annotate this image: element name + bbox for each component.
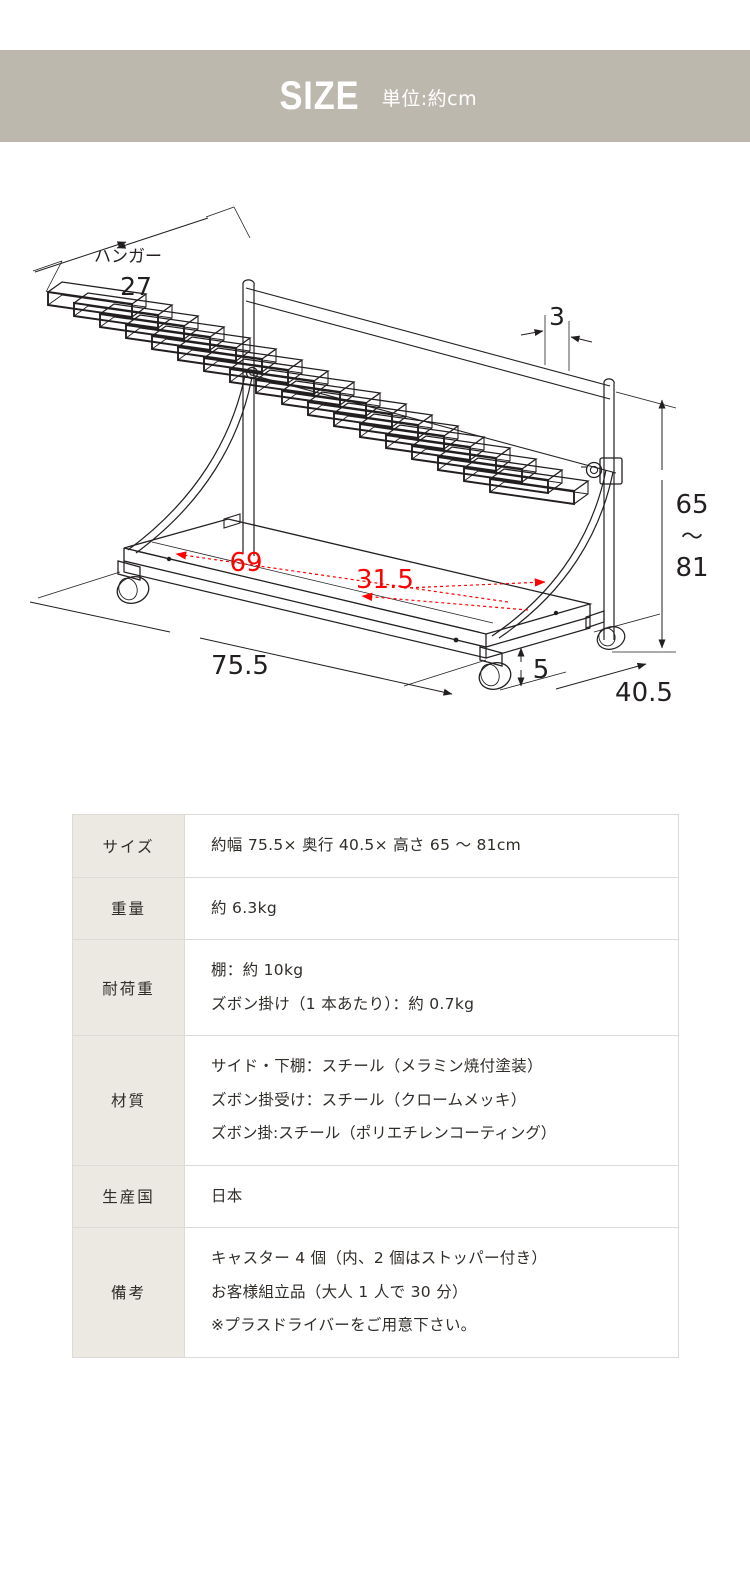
caster-front-left — [116, 560, 150, 604]
lower-shelf — [123, 518, 593, 648]
dimension-shelf-inner-depth — [361, 578, 546, 611]
spec-value-line: ※プラスドライバーをご用意下さい。 — [211, 1316, 477, 1334]
spec-value-line: キャスター 4 個（内、2 個はストッパー付き） — [211, 1249, 548, 1267]
dimension-label-height-range-mark: 〜 — [681, 525, 703, 550]
size-header-band: SIZE 単位:約cm — [0, 50, 750, 142]
spec-value-line: ズボン掛け（1 本あたり）：約 0.7kg — [211, 994, 475, 1013]
spec-value: キャスター 4 個（内、2 個はストッパー付き） お客様組立品（大人 1 人で … — [184, 1227, 679, 1358]
dimension-label-height-max: 81 — [675, 553, 708, 583]
dimension-shelf-inner-width — [175, 551, 509, 603]
hanger-rails — [245, 287, 617, 474]
spec-value-line: 約 6.3kg — [211, 898, 277, 917]
dimension-total-depth — [499, 613, 661, 691]
spec-value: 棚：約 10kg ズボン掛け（1 本あたり）：約 0.7kg — [184, 939, 679, 1036]
dimension-drawing: ハンガー 27 3 65 〜 81 69 31.5 75.5 5 — [0, 170, 750, 770]
dimension-label-shelf-inner-width: 69 — [229, 548, 262, 578]
spec-value: サイド・下棚：スチール（メラミン焼付塗装） ズボン掛受け：スチール（クロームメッ… — [184, 1035, 679, 1166]
table-row: サイズ 約幅 75.5× 奥行 40.5× 高さ 65 〜 81cm — [72, 814, 679, 878]
caster-back-left — [223, 513, 241, 529]
table-row: 生産国 日本 — [72, 1164, 679, 1228]
spec-value: 日本 — [184, 1164, 679, 1228]
center-post — [242, 279, 259, 556]
spec-table-body: サイズ 約幅 75.5× 奥行 40.5× 高さ 65 〜 81cm 重量 約 … — [72, 814, 679, 1358]
spec-value-line: 棚：約 10kg — [211, 961, 304, 979]
unit-note: 単位:約cm — [381, 88, 478, 110]
spec-value-line: 日本 — [211, 1186, 243, 1205]
table-row: 備考 キャスター 4 個（内、2 個はストッパー付き） お客様組立品（大人 1 … — [72, 1227, 679, 1358]
table-row: 耐荷重 棚：約 10kg ズボン掛け（1 本あたり）：約 0.7kg — [72, 939, 679, 1036]
table-row: 重量 約 6.3kg — [72, 876, 679, 940]
spec-key: サイズ — [72, 814, 185, 878]
spec-key: 材質 — [72, 1035, 185, 1166]
spec-key: 備考 — [72, 1227, 185, 1358]
dimension-hanger-pitch — [520, 315, 593, 371]
dimension-total-width — [29, 571, 487, 696]
spec-value-line: お客様組立品（大人 1 人で 30 分） — [211, 1282, 468, 1301]
dimension-label-total-width: 75.5 — [211, 651, 269, 681]
dimension-hanger-depth — [32, 206, 251, 293]
spec-value: 約幅 75.5× 奥行 40.5× 高さ 65 〜 81cm — [184, 814, 679, 878]
specification-table: サイズ 約幅 75.5× 奥行 40.5× 高さ 65 〜 81cm 重量 約 … — [72, 814, 679, 1358]
dimension-label-height-min: 65 — [675, 490, 708, 520]
base-bolts — [166, 556, 559, 643]
right-post — [585, 378, 623, 640]
dimension-label-shelf-inner-depth: 31.5 — [356, 565, 414, 595]
spec-value-line: ズボン掛:スチール（ポリエチレンコーティング） — [211, 1124, 557, 1142]
spec-value-line: ズボン掛受け：スチール（クロームメッキ） — [211, 1090, 527, 1109]
dimension-label-total-depth: 40.5 — [615, 678, 673, 708]
table-row: 材質 サイド・下棚：スチール（メラミン焼付塗装） ズボン掛受け：スチール（クロー… — [72, 1035, 679, 1166]
spec-key: 生産国 — [72, 1164, 185, 1228]
spec-key: 耐荷重 — [72, 939, 185, 1036]
spec-key: 重量 — [72, 876, 185, 940]
dimension-height — [612, 391, 677, 653]
spec-value: 約 6.3kg — [184, 876, 679, 940]
spec-value-line: サイド・下棚：スチール（メラミン焼付塗装） — [211, 1057, 543, 1075]
caster-back-right — [585, 610, 626, 650]
dimension-label-hanger-depth: 27 — [120, 272, 152, 301]
dimension-label-hanger-caption: ハンガー — [94, 247, 162, 267]
dimension-label-hanger-pitch: 3 — [549, 302, 565, 331]
page-title: SIZE — [279, 74, 360, 118]
side-frames — [127, 374, 614, 639]
caster-front-right — [478, 646, 512, 690]
spec-value-line: 約幅 75.5× 奥行 40.5× 高さ 65 〜 81cm — [211, 836, 522, 854]
